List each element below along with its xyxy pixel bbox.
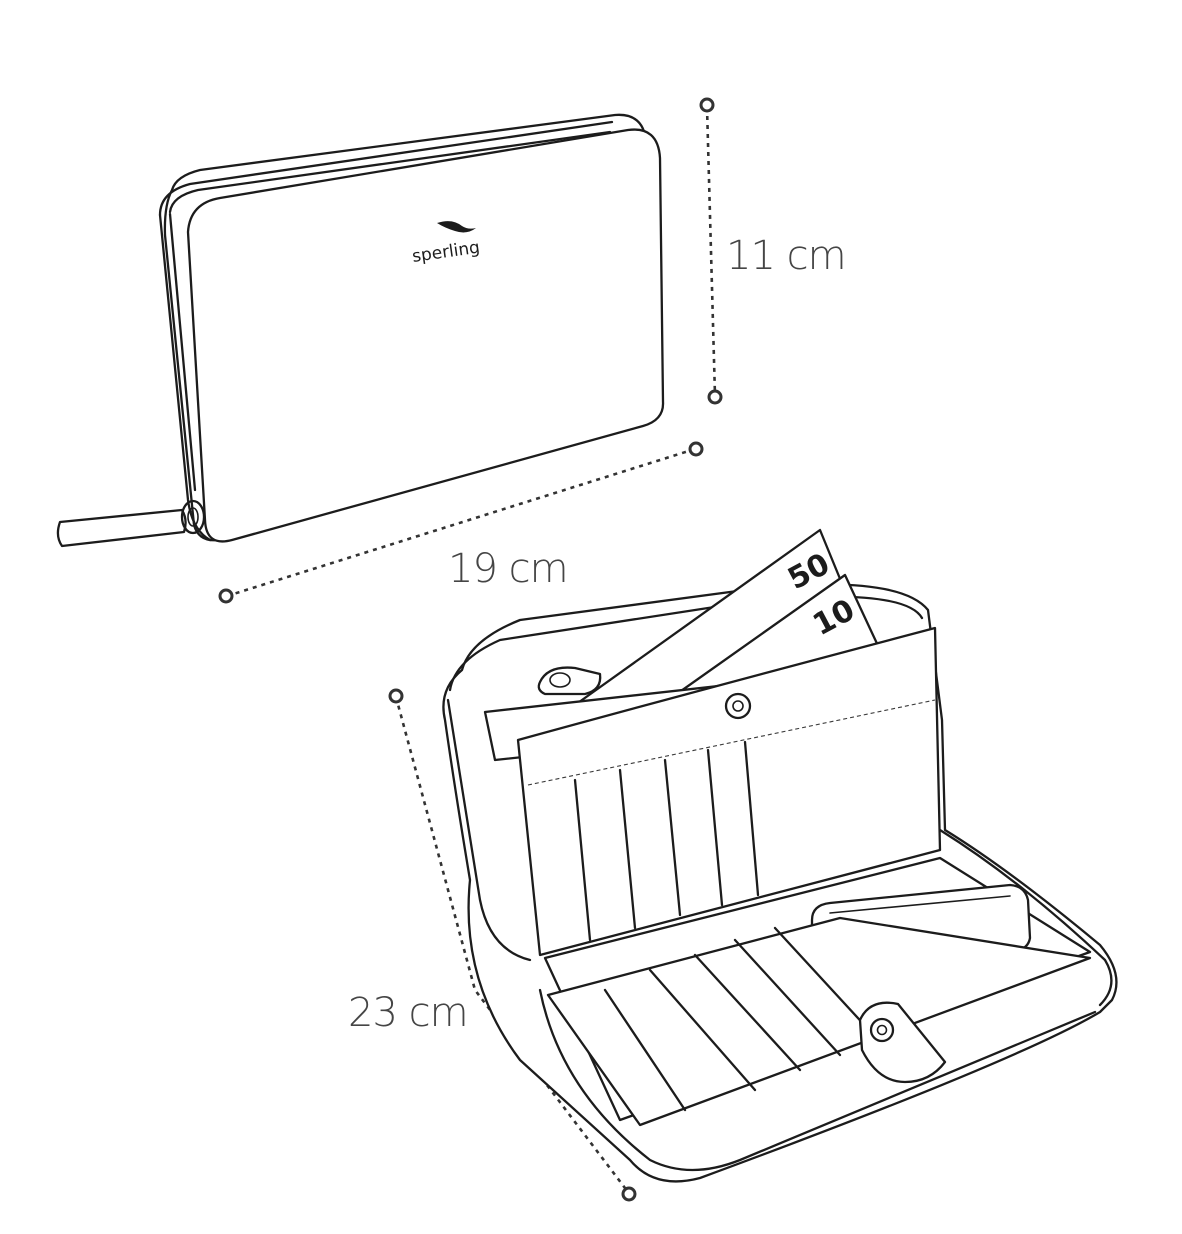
open-wallet-zip-right: [938, 828, 1113, 1007]
card-slot-upper-2: [618, 768, 637, 930]
width-dimension-label: 19 cm: [448, 546, 569, 592]
height-dimension-line: [705, 106, 717, 397]
card-slot-upper-5: [743, 740, 760, 897]
card-slot-lower-4: [733, 938, 842, 1057]
upper-panel-stitch: [527, 699, 936, 786]
wallet-front-face: [186, 128, 665, 543]
open-width-dimension-line: [394, 696, 630, 1193]
card-slot-lower-2: [648, 968, 757, 1092]
side-edge-left: [158, 213, 212, 542]
side-edge-mid: [168, 212, 197, 492]
closed-wallet: sperling: [56, 113, 665, 548]
width-endpoint-right: [688, 441, 704, 457]
zipper-line-outer: [158, 120, 614, 217]
card-slot-lower-1: [603, 988, 687, 1112]
open-width-endpoint-top: [388, 688, 404, 704]
width-endpoint-left: [218, 588, 234, 604]
card-slot-upper-1: [573, 778, 592, 942]
open-wallet-base-edge: [538, 988, 1097, 1172]
zipper-pull-tab: [56, 508, 187, 548]
upper-card-panel: [516, 626, 942, 957]
open-wallet-zip-left: [446, 698, 532, 962]
snap-button-lower-inner: [876, 1024, 888, 1036]
open-width-dimension-label: 23 cm: [348, 990, 469, 1036]
height-dimension-label: 11 cm: [726, 233, 847, 279]
snap-button-upper-inner: [732, 700, 744, 712]
zipper-ring-icon: [180, 499, 206, 535]
sparrow-logo-icon: [437, 221, 476, 233]
dimension-lines: [218, 97, 723, 1202]
card-slot-upper-4: [706, 748, 724, 907]
height-endpoint-top: [699, 97, 715, 113]
height-endpoint-bottom: [707, 389, 723, 405]
open-width-endpoint-bottom: [621, 1186, 637, 1202]
snap-button-lower-icon: [869, 1017, 895, 1043]
width-dimension-line: [226, 447, 696, 598]
zipper-ring-inner: [187, 507, 199, 527]
coin-zip-ring-icon: [549, 672, 571, 688]
id-window-inner-line: [829, 895, 1011, 914]
lower-slot-panel: [546, 916, 1092, 1127]
card-slot-lower-3: [693, 953, 802, 1072]
snap-button-upper-icon: [724, 692, 752, 720]
card-slot-upper-3: [663, 758, 682, 917]
open-wallet: 50 10: [442, 528, 1118, 1183]
zipper-line-inner: [168, 130, 612, 214]
